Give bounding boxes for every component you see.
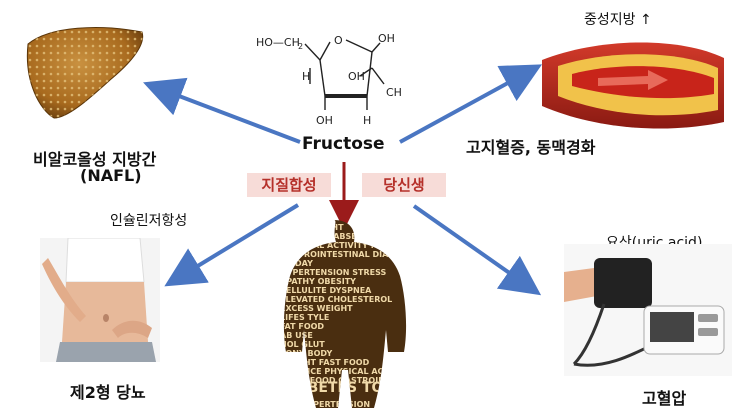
body-word: WEIGHT FAST FOOD: [280, 358, 370, 367]
body-word: HYPERTENSION STRESS: [280, 268, 387, 277]
body-word: DAY HYPERTENSION: [280, 400, 370, 409]
body-word: PHYSICAL ACTIVITY FATTY FOOD: [280, 241, 414, 250]
body-word: FAT FOOD: [280, 322, 324, 331]
liver-image: [20, 22, 150, 122]
body-word: CELLULITE DYSPNEA: [280, 286, 372, 295]
blood-pressure-image: [564, 244, 732, 376]
atom-o-ring: O: [334, 34, 343, 47]
hypertension-label: 고혈압: [642, 385, 686, 409]
body-word: LIFES TYLE: [280, 313, 329, 322]
arrow-to-bp: [414, 206, 528, 286]
body-word: HOL GLUT: [280, 340, 325, 349]
body-word: DIABETES TO: [280, 380, 384, 396]
body-word: EXCESS WEIGHT: [280, 304, 353, 313]
body-word: TO DAY: [280, 259, 313, 268]
atom-hoch2: HO—CH: [256, 36, 300, 49]
atom-h-bottom: H: [363, 114, 371, 127]
body-word: FAST FOOD ABSENCE: [280, 232, 375, 241]
atom-sub2: 2: [298, 42, 303, 51]
body-word: ELEVATED CHOLESTEROL: [280, 295, 392, 304]
fructose-label: Fructose: [302, 134, 385, 154]
body-word: APATHY OBESITY: [280, 277, 356, 286]
atom-oh-right: OH: [378, 32, 395, 45]
body-word: ABSENCE PHYSICAL ACTIVITY: [280, 367, 412, 376]
insulin-label: 인슐린저항성: [110, 210, 187, 230]
hyperlipidemia-label: 고지혈증, 동맥경화: [466, 134, 595, 158]
body-word: TONY BODY: [280, 349, 332, 358]
atom-oh-mid-left: OH: [316, 114, 333, 127]
atom-ch2oh: CH: [386, 86, 402, 99]
body-word: FATTY FOOD GASTROINTESTINAL: [280, 376, 414, 385]
artery-image: [538, 30, 728, 138]
atom-h-left: H: [302, 70, 310, 83]
diabetes-label: 제2형 당뇨: [70, 379, 146, 403]
gluconeogenesis-box: 당신생: [362, 173, 446, 197]
atom-oh-mid-right: OH: [348, 70, 365, 83]
body-word: BODY WEIGHT: [280, 223, 344, 232]
abdomen-image: [40, 238, 160, 362]
body-word: GASTROINTESTINAL DIABETES: [280, 250, 414, 259]
nafl-abbr-label: (NAFL): [80, 166, 142, 185]
fructose-structure: HO—CH 2 O OH H OH CH OH H: [250, 18, 440, 130]
body-word: AB USE: [280, 331, 313, 340]
triglyceride-label: 중성지방 ↑: [584, 9, 652, 29]
lipogenesis-box: 지질합성: [247, 173, 331, 197]
